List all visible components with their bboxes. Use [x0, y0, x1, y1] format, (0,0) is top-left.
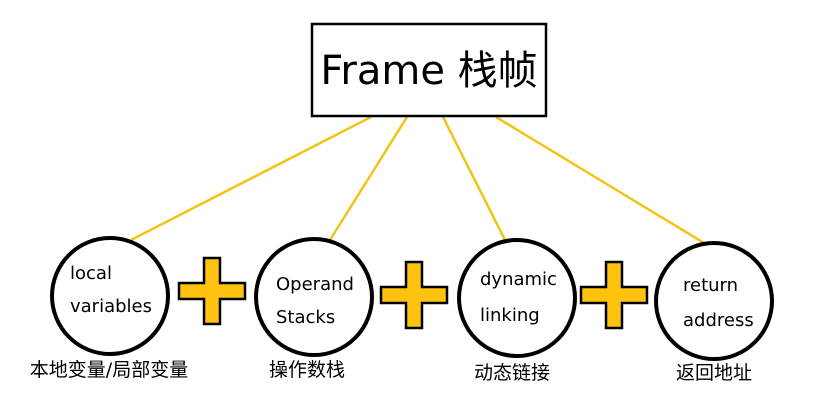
connector-return-address — [495, 115, 705, 245]
caption-operand-stacks: 操作数栈 — [269, 359, 345, 381]
caption-local-variables: 本地变量/局部变量 — [30, 359, 188, 381]
node-return-address-line1: return — [683, 275, 738, 296]
connector-dynamic-linking — [441, 116, 507, 241]
caption-dynamic-linking: 动态链接 — [474, 362, 550, 384]
frame-title-box: Frame 栈帧 — [310, 22, 548, 118]
caption-return-address: 返回地址 — [676, 362, 752, 384]
node-return-address: return address — [654, 241, 774, 361]
connector-local-variables — [130, 115, 372, 242]
node-operand-stacks: Operand Stacks — [254, 237, 374, 357]
connector-operand-stacks — [328, 116, 409, 241]
node-local-variables: local variables — [50, 236, 170, 356]
node-local-variables-line1: local — [70, 263, 112, 284]
connectors — [130, 115, 705, 245]
node-dynamic-linking-line2: linking — [480, 305, 540, 326]
node-return-address-line2: address — [683, 310, 754, 331]
plus-icon — [177, 256, 247, 326]
frame-title: Frame 栈帧 — [320, 48, 537, 94]
node-local-variables-line2: variables — [70, 296, 152, 317]
plus-icon — [579, 260, 649, 330]
plus-icon — [379, 260, 449, 330]
node-operand-stacks-line2: Stacks — [276, 307, 335, 328]
node-operand-stacks-line1: Operand — [276, 274, 354, 295]
node-dynamic-linking-line1: dynamic — [480, 269, 557, 290]
node-dynamic-linking: dynamic linking — [457, 238, 577, 358]
